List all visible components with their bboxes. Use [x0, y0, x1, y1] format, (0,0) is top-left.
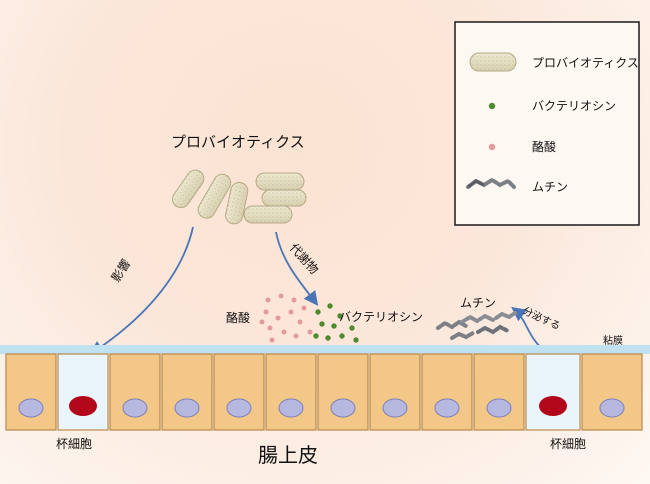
legend-label: 酪酸: [532, 139, 556, 154]
epithelium: [5, 353, 643, 431]
metabolites-arrow: [275, 231, 319, 306]
mucin-strands: [436, 311, 517, 340]
bacteriocin-label: バクテリオシン: [339, 310, 423, 324]
legend-label: ムチン: [532, 180, 568, 194]
goblet-cell-label-left: 杯細胞: [56, 437, 92, 451]
mucosa-layer: [0, 345, 650, 354]
legend-label: バクテリオシン: [532, 99, 616, 113]
legend-label: プロバイオティクス: [532, 56, 639, 70]
probiotic-cluster: [171, 169, 307, 225]
bacteriocin-dots: [313, 303, 359, 343]
butyrate-dots: [259, 293, 313, 343]
legend-item-mucin: ムチン: [466, 177, 568, 194]
butyrate-dot-icon: [488, 143, 496, 151]
influence-label: 影響: [108, 256, 133, 284]
mucosa-label: 粘膜: [603, 334, 623, 347]
influence-arrow: [88, 226, 194, 355]
mucin-strand-icon: [466, 177, 516, 189]
legend-item-bacteriocin: バクテリオシン: [488, 99, 616, 113]
goblet-cell-label-right: 杯細胞: [550, 437, 586, 451]
bacteriocin-dot-icon: [488, 102, 496, 110]
butyrate-label: 酪酸: [226, 310, 250, 325]
goblet-cell: [57, 353, 109, 431]
mucin-label: ムチン: [460, 296, 496, 310]
goblet-cell: [525, 353, 581, 431]
probiotics-title: プロバイオティクス: [171, 133, 305, 151]
probiotic-capsule-icon: [469, 52, 517, 72]
legend-item-probiotics: プロバイオティクス: [469, 52, 639, 72]
legend-item-butyrate: 酪酸: [488, 139, 556, 154]
epithelium-label: 腸上皮: [258, 443, 318, 467]
legend: プロバイオティクス バクテリオシン 酪酸 ムチン: [454, 21, 640, 226]
